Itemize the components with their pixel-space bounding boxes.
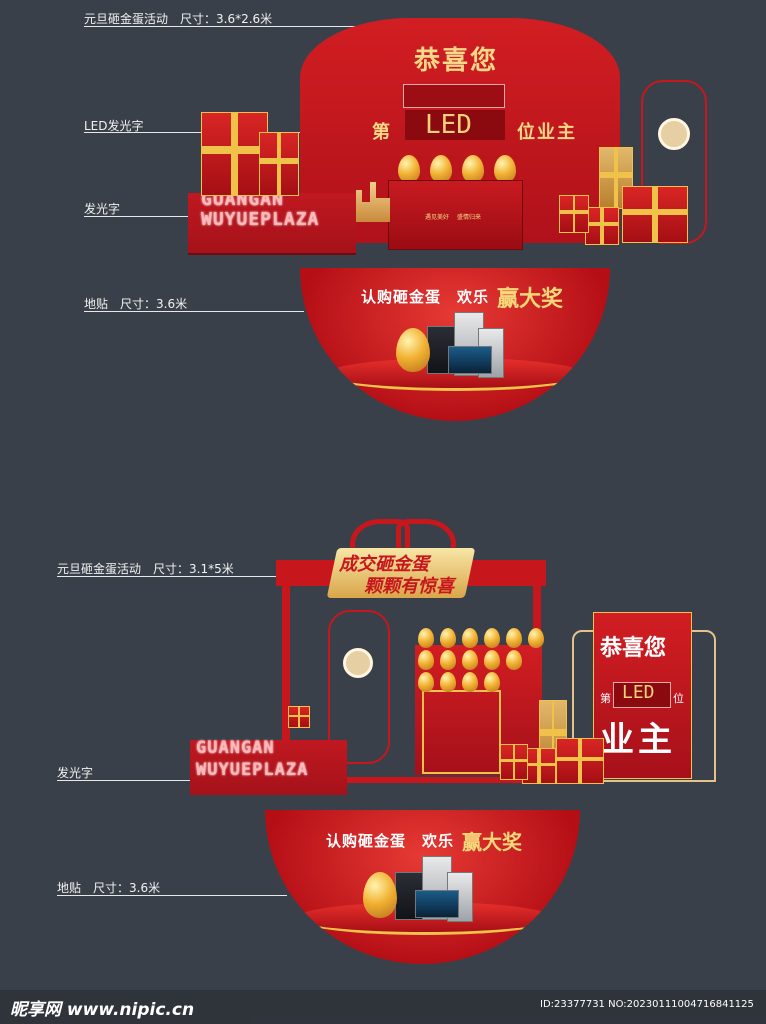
golden-egg <box>462 672 478 692</box>
board-suffix: 位业主 <box>517 122 577 143</box>
counter <box>388 180 523 250</box>
leader-line <box>57 576 277 577</box>
floor-slogan-1: 认购砸金蛋 欢乐 <box>361 288 490 306</box>
leader-line <box>57 780 197 781</box>
led-panel <box>405 110 505 140</box>
counter-text-2: 盛情归来 <box>457 214 482 221</box>
board-prefix: 第 <box>372 122 390 143</box>
golden-egg <box>430 155 452 183</box>
counter-text-1: 遇见美好 <box>425 214 450 221</box>
leader-line <box>84 26 424 27</box>
gift-box <box>559 195 589 233</box>
leader-line <box>57 895 287 896</box>
golden-egg <box>528 628 544 648</box>
image-id-text: ID:23377731 NO:20230111004716841125 <box>540 999 754 1010</box>
led-text-2: LED <box>622 682 655 703</box>
gift-box <box>585 207 619 245</box>
label-glow-text-2: 发光字 <box>57 766 94 780</box>
golden-egg <box>462 155 484 183</box>
gift-box <box>259 132 299 196</box>
egg-rack-panel <box>422 690 501 774</box>
board-title: 恭喜您 <box>414 46 499 76</box>
lantern-coin-icon <box>343 648 373 678</box>
label-led-text: LED发光字 <box>84 119 144 133</box>
gift-box <box>288 706 310 728</box>
golden-egg <box>418 672 434 692</box>
label-floor-sticker-1: 地贴 尺寸：3.6米 <box>84 297 188 311</box>
golden-egg <box>506 628 522 648</box>
led-panel-2 <box>613 682 671 708</box>
board-title-2: 恭喜您 <box>600 635 667 661</box>
tv <box>448 346 492 374</box>
label-activity-size-1: 元旦砸金蛋活动 尺寸：3.6*2.6米 <box>84 12 273 26</box>
golden-egg <box>462 628 478 648</box>
leader-line <box>84 311 304 312</box>
golden-egg <box>440 650 456 670</box>
floor-prize-1: 赢大奖 <box>497 286 564 312</box>
neon-line-2: WUYUEPLAZA <box>201 209 320 230</box>
floor-prize-2: 赢大奖 <box>462 830 522 854</box>
neon-line-1-2: GUANGAN <box>196 738 275 758</box>
neon-sign-block-2 <box>190 740 347 795</box>
led-panel-top <box>403 84 505 108</box>
led-board <box>593 612 692 779</box>
lantern-frame <box>641 80 707 244</box>
label-activity-size-2: 元旦砸金蛋活动 尺寸：3.1*5米 <box>57 562 234 576</box>
led-text: LED <box>425 110 472 140</box>
gift-box <box>201 112 268 196</box>
site-logo: 昵享网 www.nipic.cn <box>10 1000 195 1020</box>
golden-egg <box>484 672 500 692</box>
golden-egg <box>418 650 434 670</box>
golden-egg <box>396 328 430 372</box>
label-glow-text-1: 发光字 <box>84 202 121 216</box>
golden-egg <box>363 872 397 918</box>
gate-base <box>276 777 546 783</box>
gift-box <box>556 738 604 784</box>
label-floor-sticker-2: 地贴 尺寸：3.6米 <box>57 881 161 895</box>
gift-box <box>622 186 688 243</box>
banner-line-2: 颗颗有惊喜 <box>364 576 454 597</box>
golden-egg <box>398 155 420 183</box>
neon-line-2-2: WUYUEPLAZA <box>196 760 309 780</box>
golden-egg <box>418 628 434 648</box>
golden-egg <box>484 650 500 670</box>
golden-egg <box>440 672 456 692</box>
tv <box>415 890 459 918</box>
floor-slogan-2: 认购砸金蛋 欢乐 <box>326 832 455 850</box>
gate-left-post <box>282 584 290 779</box>
board-prefix-2: 第 <box>600 692 611 705</box>
board-big-text: 业主 <box>600 720 676 760</box>
golden-egg <box>462 650 478 670</box>
lantern-frame <box>328 610 390 764</box>
golden-egg <box>506 650 522 670</box>
golden-egg <box>440 628 456 648</box>
golden-egg <box>494 155 516 183</box>
golden-egg <box>484 628 500 648</box>
footer-bar <box>0 990 766 1024</box>
gift-box <box>500 744 528 780</box>
neon-sign-block <box>188 193 356 253</box>
lantern-coin-icon <box>658 118 690 150</box>
leader-line <box>84 216 204 217</box>
banner-line-1: 成交砸金蛋 <box>339 554 429 575</box>
board-suffix-2: 位 <box>673 692 684 705</box>
